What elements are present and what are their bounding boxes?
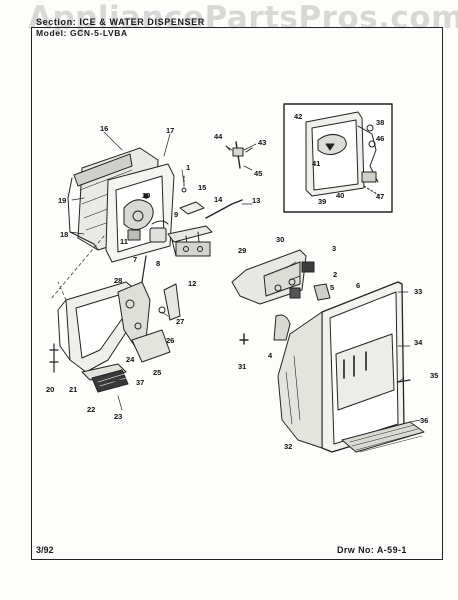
callout-34: 34 [414,338,423,347]
callout-41: 41 [312,159,320,168]
callout-31: 31 [238,362,246,371]
callout-27: 27 [176,317,184,326]
dispenser-housing [231,249,425,453]
callout-7: 7 [133,255,137,264]
section-title: Section: ICE & WATER DISPENSER [36,17,205,27]
callout-19: 19 [58,196,66,205]
callout-45: 45 [254,169,262,178]
callout-47: 47 [376,192,384,201]
callout-8: 8 [156,259,160,268]
callout-16: 16 [100,124,108,133]
callout-30: 30 [276,235,284,244]
callout-33: 33 [414,287,422,296]
callout-28: 28 [114,276,122,285]
callout-15: 15 [198,183,206,192]
callout-21: 21 [69,385,77,394]
callout-5: 5 [330,283,334,292]
callout-29: 29 [238,246,246,255]
callout-17: 17 [166,126,174,135]
callout-labels: 1 2 3 4 5 6 7 8 9 10 11 12 13 14 15 16 1… [46,112,438,451]
model-number: Model: GCN-5-LVBA [36,28,128,38]
lever-arm-assembly [49,235,181,393]
callout-9: 9 [174,210,178,219]
callout-36: 36 [420,416,428,425]
water-tube-fitting [225,141,253,169]
callout-10: 10 [142,191,150,200]
callout-39: 39 [318,197,326,206]
drawing-number: Drw No: A-59-1 [337,545,407,555]
diagram-frame [31,27,443,560]
callout-13: 13 [252,196,260,205]
callout-2: 2 [333,270,337,279]
callout-26: 26 [166,336,174,345]
callout-6: 6 [356,281,360,290]
actuator-bracket [149,175,243,257]
callout-44: 44 [214,132,223,141]
callout-35: 35 [430,371,438,380]
callout-40: 40 [336,191,344,200]
callout-46: 46 [376,134,384,143]
callout-38: 38 [376,118,384,127]
callout-37: 37 [136,378,144,387]
watermark-text: AppliancePartsPros.com [28,0,458,36]
callout-24: 24 [126,355,135,364]
revision-date: 3/92 [36,545,54,555]
callout-32: 32 [284,442,292,451]
callout-1: 1 [186,163,190,172]
callout-23: 23 [114,412,122,421]
callout-22: 22 [87,405,95,414]
callout-11: 11 [120,237,128,246]
callout-14: 14 [214,195,223,204]
callout-20: 20 [46,385,54,394]
callout-3: 3 [332,244,336,253]
callout-4: 4 [268,351,273,360]
callout-25: 25 [153,368,161,377]
callout-42: 42 [294,112,302,121]
callout-12: 12 [188,279,196,288]
callout-43: 43 [258,138,266,147]
callout-18: 18 [60,230,68,239]
inset-box [283,103,393,213]
